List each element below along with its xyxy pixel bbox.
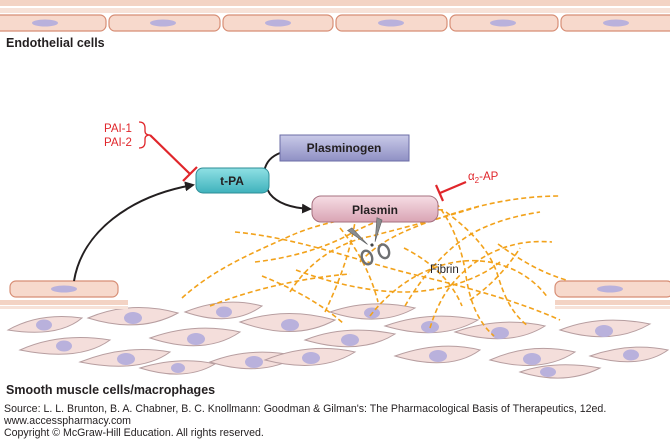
smooth-muscle-cell — [453, 321, 547, 340]
smooth-muscle-cell — [518, 364, 602, 379]
pai-brace — [138, 121, 151, 149]
endothelial-cell — [560, 14, 670, 32]
activation-arrow — [263, 152, 312, 214]
smooth-muscle-layer — [6, 301, 670, 379]
secretion-arrow — [73, 181, 195, 282]
plasmin-box — [311, 195, 439, 223]
smooth-muscle-cell — [86, 307, 180, 326]
pai-inhibition-bar — [182, 166, 198, 182]
smooth-muscle-cell — [303, 329, 397, 348]
endothelial-layer-bottom — [0, 280, 670, 309]
copyright: Copyright © McGraw-Hill Education. All r… — [4, 427, 264, 439]
plasmin-label: Plasmin — [352, 203, 398, 217]
smooth-muscle-cell — [588, 346, 670, 363]
endothelial-layer-top — [0, 0, 670, 32]
endothelial-cell — [449, 14, 559, 32]
smooth-muscle-cell — [148, 327, 242, 347]
pai-inhibition-line — [149, 134, 191, 175]
endothelial-cell — [335, 14, 448, 32]
endothelial-cell — [0, 14, 107, 32]
smooth-muscle-cell — [558, 319, 652, 338]
plasminogen-label: Plasminogen — [307, 141, 382, 155]
pai-2-label: PAI-2 — [104, 137, 132, 149]
endothelial-cell — [222, 14, 334, 32]
smooth-muscle-cell — [18, 337, 112, 355]
alpha2-ap-label: α2-AP — [468, 171, 499, 185]
tpa-label: t-PA — [220, 174, 244, 188]
endothelial-cells-label: Endothelial cells — [6, 36, 105, 50]
smooth-muscle-cell — [488, 347, 577, 366]
smooth-muscle-cell — [138, 360, 217, 375]
smooth-muscle-cell — [238, 313, 337, 333]
fibrin-mesh — [181, 195, 567, 337]
smooth-muscle-label: Smooth muscle cells/macrophages — [6, 383, 216, 397]
source-url: www.accesspharmacy.com — [4, 415, 131, 427]
fibrin-label: Fibrin — [430, 264, 459, 276]
plasminogen-box — [279, 134, 410, 162]
smooth-muscle-cell — [78, 349, 172, 367]
smooth-muscle-cell — [263, 347, 357, 366]
scissors-icon — [347, 217, 391, 266]
endothelial-cell — [108, 14, 221, 32]
tpa-box — [195, 167, 270, 194]
smooth-muscle-cell — [393, 345, 482, 364]
smooth-muscle-cell — [328, 303, 417, 320]
smooth-muscle-cell — [6, 316, 84, 333]
a2ap-inhibition-bar — [434, 184, 445, 202]
a2ap-inhibition-line — [439, 180, 467, 195]
pai-1-label: PAI-1 — [104, 123, 132, 135]
smooth-muscle-cell — [183, 301, 264, 320]
source-citation: Source: L. L. Brunton, B. A. Chabner, B.… — [4, 403, 607, 415]
